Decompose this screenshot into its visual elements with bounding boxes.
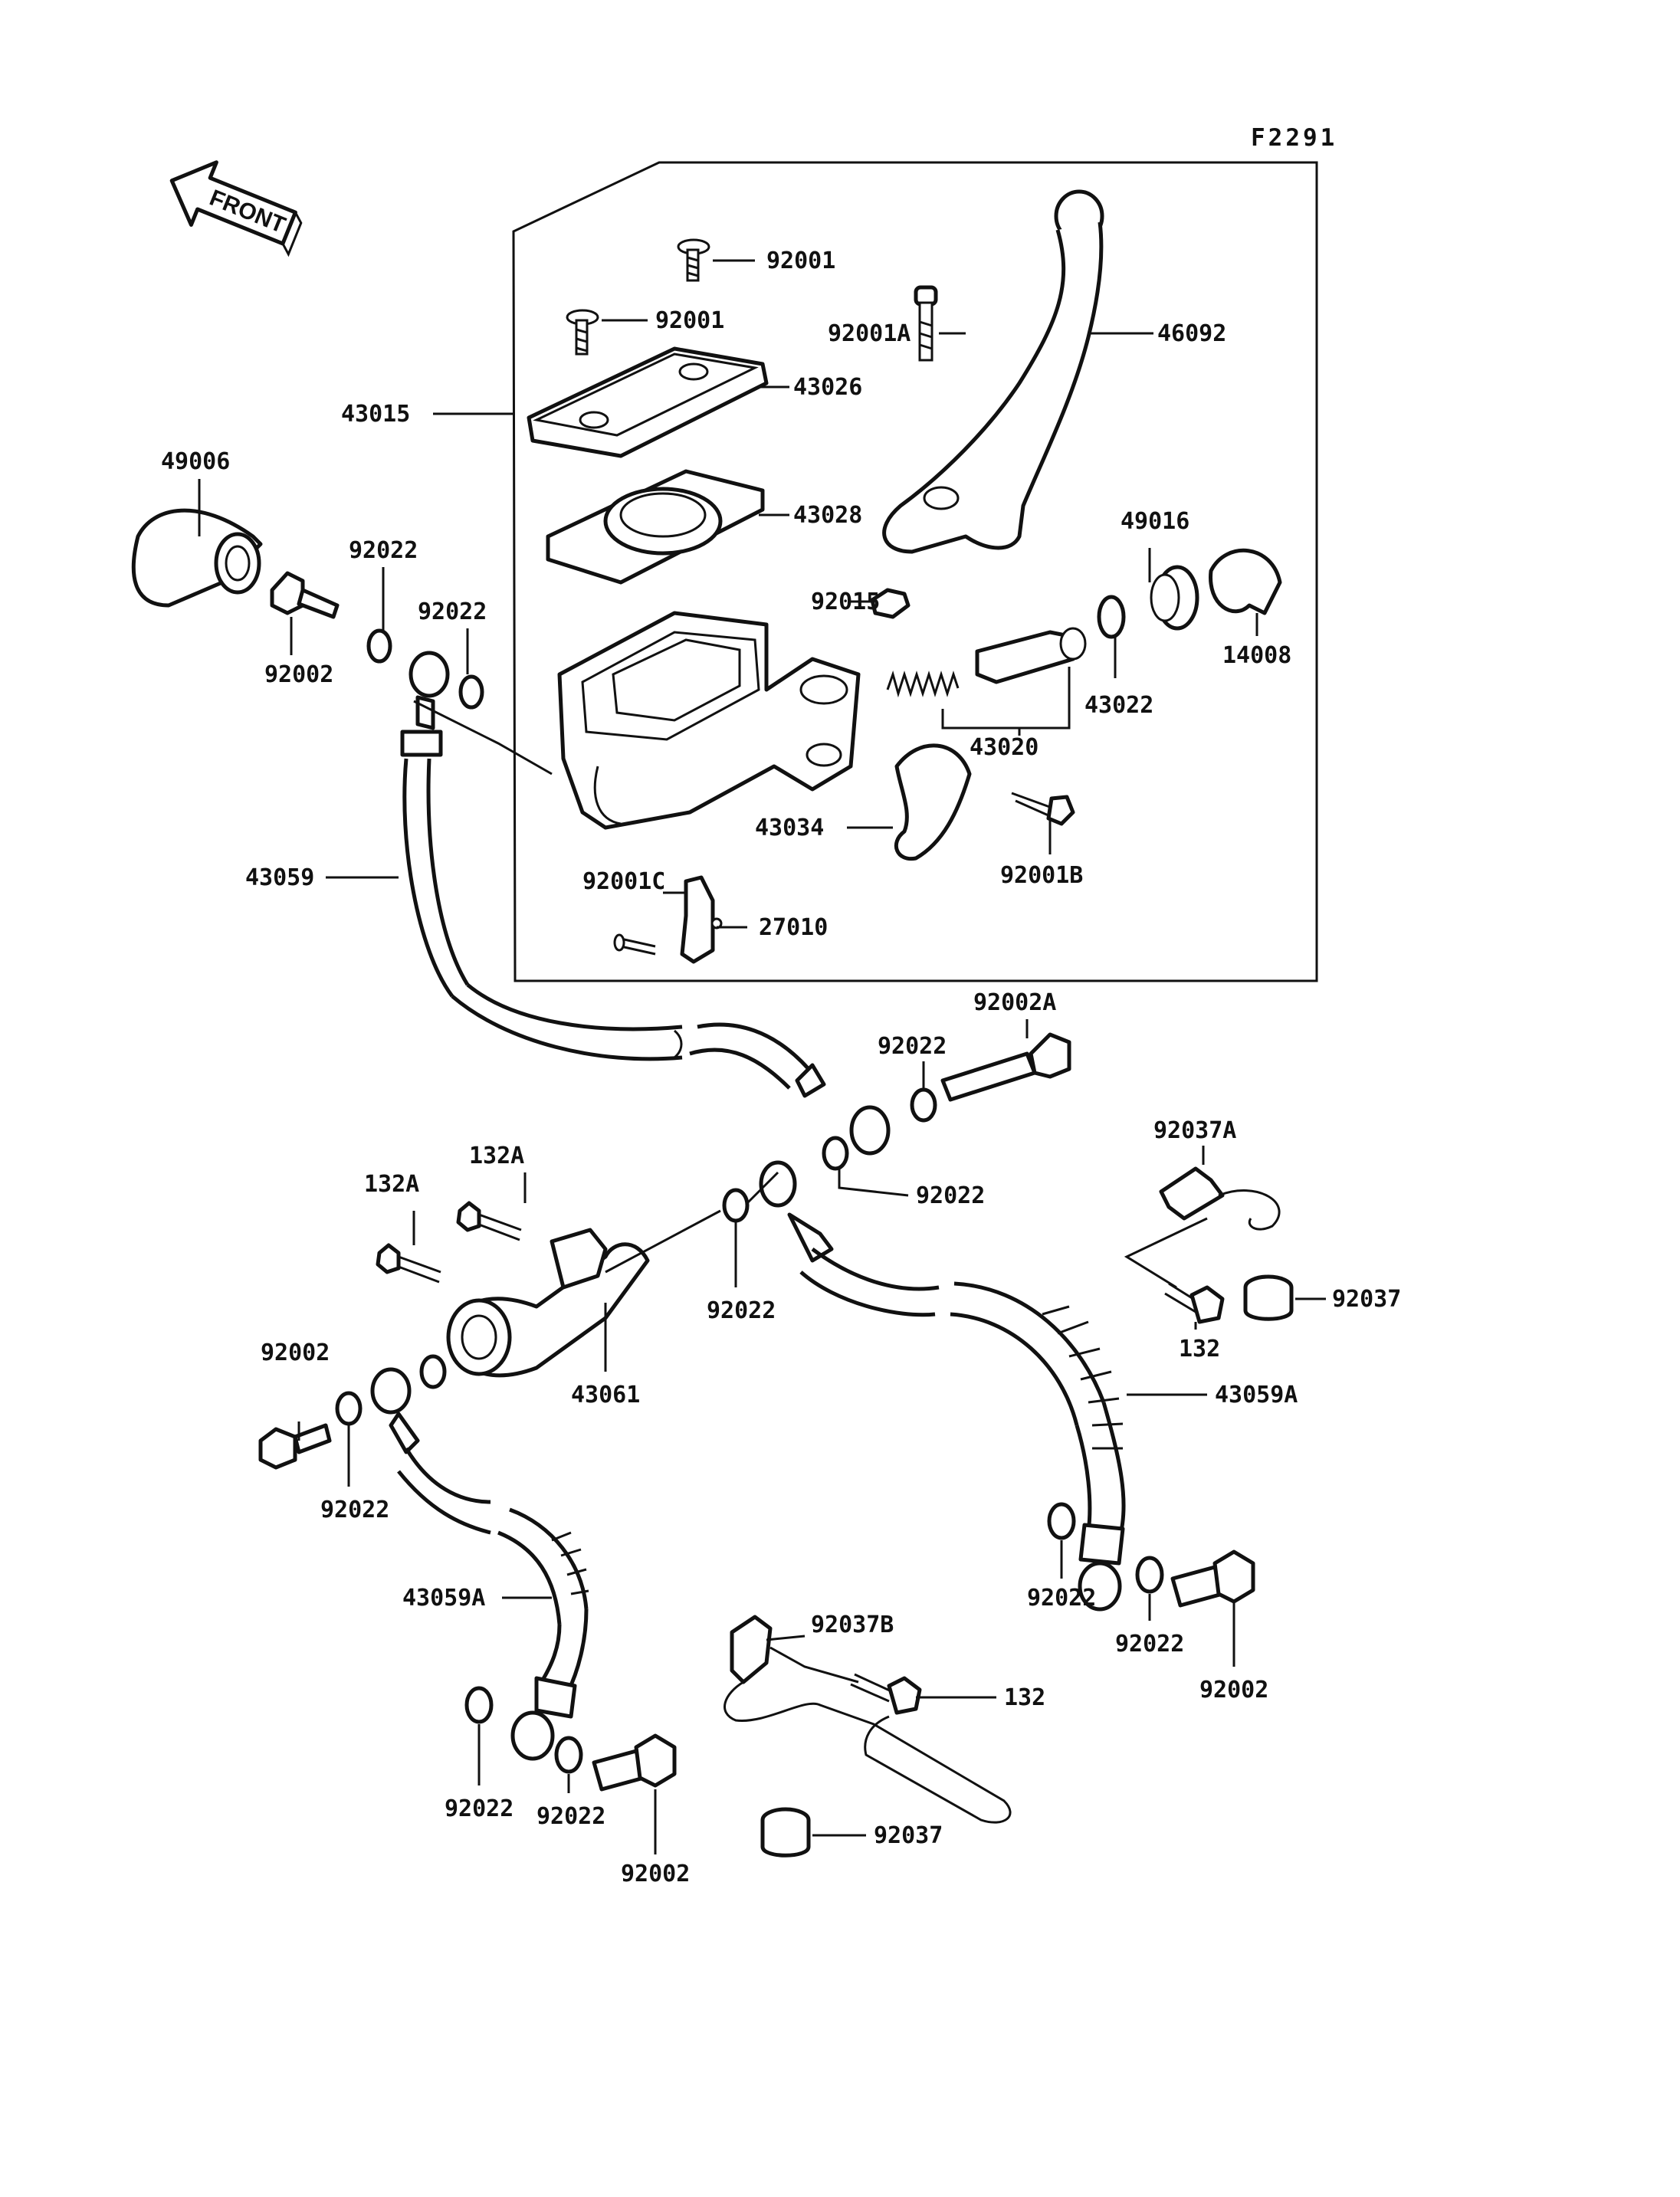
label-92022-h: 92022 [1115, 1631, 1184, 1658]
washer-92022-mid-b [822, 1136, 849, 1171]
clip-92037A [1124, 1166, 1281, 1289]
label-14008: 14008 [1222, 642, 1291, 669]
label-92037-bottom: 92037 [874, 1822, 943, 1849]
hose-43059A-right [759, 1160, 1126, 1612]
label-49006: 49006 [161, 448, 230, 475]
nut-92015 [870, 588, 911, 619]
label-92022-a: 92022 [349, 537, 418, 564]
hose-43059A-left [370, 1367, 589, 1761]
bolt-132A-upper [456, 1201, 522, 1241]
bolt-132-bottom [850, 1673, 922, 1715]
label-43028: 43028 [793, 502, 862, 529]
joint-43061 [446, 1228, 650, 1378]
label-43061: 43061 [571, 1382, 640, 1408]
holder-14008 [1209, 548, 1282, 615]
clip-92037B [724, 1615, 1012, 1824]
washer-92022-mid-c [722, 1188, 750, 1223]
label-92001A: 92001A [828, 320, 911, 347]
figure-code: F2291 [1251, 124, 1337, 152]
label-92022-j: 92022 [536, 1803, 605, 1830]
bolt-92001B [1011, 792, 1075, 826]
washer-43022 [1097, 595, 1126, 639]
label-92002-bottom: 92002 [621, 1861, 690, 1887]
label-92001-mid: 92001 [655, 307, 724, 334]
label-92037B: 92037B [811, 1612, 894, 1638]
label-43015: 43015 [341, 401, 410, 428]
screw-92001C [613, 933, 656, 956]
label-92037A: 92037A [1153, 1117, 1236, 1144]
diaphragm-43028 [546, 469, 765, 585]
reservoir-cap-43026 [527, 346, 769, 458]
bolt-132A-lower [376, 1243, 441, 1284]
screw-92001-mid [566, 309, 599, 356]
label-92022-g: 92022 [1027, 1585, 1096, 1612]
label-92022-i: 92022 [445, 1795, 514, 1822]
label-49016: 49016 [1121, 508, 1189, 535]
washer-92022-top-b [458, 674, 484, 710]
label-92001-top: 92001 [766, 248, 835, 274]
label-43059A-right: 43059A [1215, 1382, 1298, 1408]
label-92022-c: 92022 [878, 1033, 947, 1060]
assembly-frame-43015 [512, 161, 1318, 982]
clamp-43034 [894, 743, 972, 861]
boot-49016 [1150, 565, 1199, 631]
label-92001B: 92001B [1000, 862, 1083, 889]
brake-lever-46092 [882, 189, 1104, 554]
banjo-bolt-92002-left [258, 1423, 332, 1470]
washer-92022-right-b [1135, 1556, 1164, 1594]
grommet-92037-bottom [760, 1807, 811, 1858]
label-92037-right: 92037 [1332, 1286, 1401, 1313]
label-43022: 43022 [1084, 692, 1153, 719]
switch-27010 [680, 875, 723, 964]
label-92015: 92015 [811, 589, 880, 615]
label-92022-f: 92022 [320, 1497, 389, 1523]
label-92022-e: 92022 [707, 1297, 776, 1324]
label-132A-upper: 132A [469, 1143, 524, 1169]
cap-49006 [131, 508, 263, 608]
washer-92022-top-a [366, 628, 392, 664]
bolt-132-right [1164, 1282, 1225, 1324]
label-92022-d: 92022 [916, 1182, 985, 1209]
label-132A-lower: 132A [364, 1171, 419, 1198]
label-132-right: 132 [1179, 1336, 1220, 1362]
washer-92022-bottom-a [464, 1686, 494, 1724]
banjo-bolt-92002-top [270, 571, 340, 619]
label-43059A-left: 43059A [402, 1585, 485, 1612]
screw-92001-top [677, 238, 710, 282]
label-43026: 43026 [793, 374, 862, 401]
label-43059: 43059 [245, 864, 314, 891]
label-27010: 27010 [759, 914, 828, 941]
label-43034: 43034 [755, 815, 824, 841]
banjo-bolt-92002A [940, 1032, 1071, 1102]
banjo-bolt-92002-right [1170, 1549, 1255, 1608]
grommet-92037-right [1243, 1274, 1294, 1321]
label-46092: 46092 [1157, 320, 1226, 347]
label-92001C: 92001C [582, 868, 665, 895]
banjo-bolt-92002-bottom [592, 1733, 677, 1792]
washer-92022-left-a [419, 1354, 447, 1389]
front-arrow-icon: FRONT [169, 160, 303, 257]
label-92022-b: 92022 [418, 598, 487, 625]
label-92002-right: 92002 [1199, 1677, 1268, 1703]
master-cylinder-body [557, 611, 861, 830]
leader-lines [198, 259, 1326, 1854]
label-92002A: 92002A [973, 989, 1056, 1016]
washer-92022-right-a [1047, 1502, 1076, 1540]
hose-43059 [400, 651, 891, 1156]
washer-92022-mid-a [910, 1087, 937, 1123]
piston-kit-43020 [886, 627, 1087, 736]
label-43020: 43020 [970, 734, 1039, 761]
washer-92022-left-b [335, 1391, 363, 1426]
label-92002-left: 92002 [261, 1340, 330, 1366]
washer-92022-bottom-b [554, 1736, 583, 1774]
label-92002-top: 92002 [264, 661, 333, 688]
pivot-bolt-92001A [914, 285, 938, 362]
label-132-bottom: 132 [1004, 1684, 1045, 1711]
